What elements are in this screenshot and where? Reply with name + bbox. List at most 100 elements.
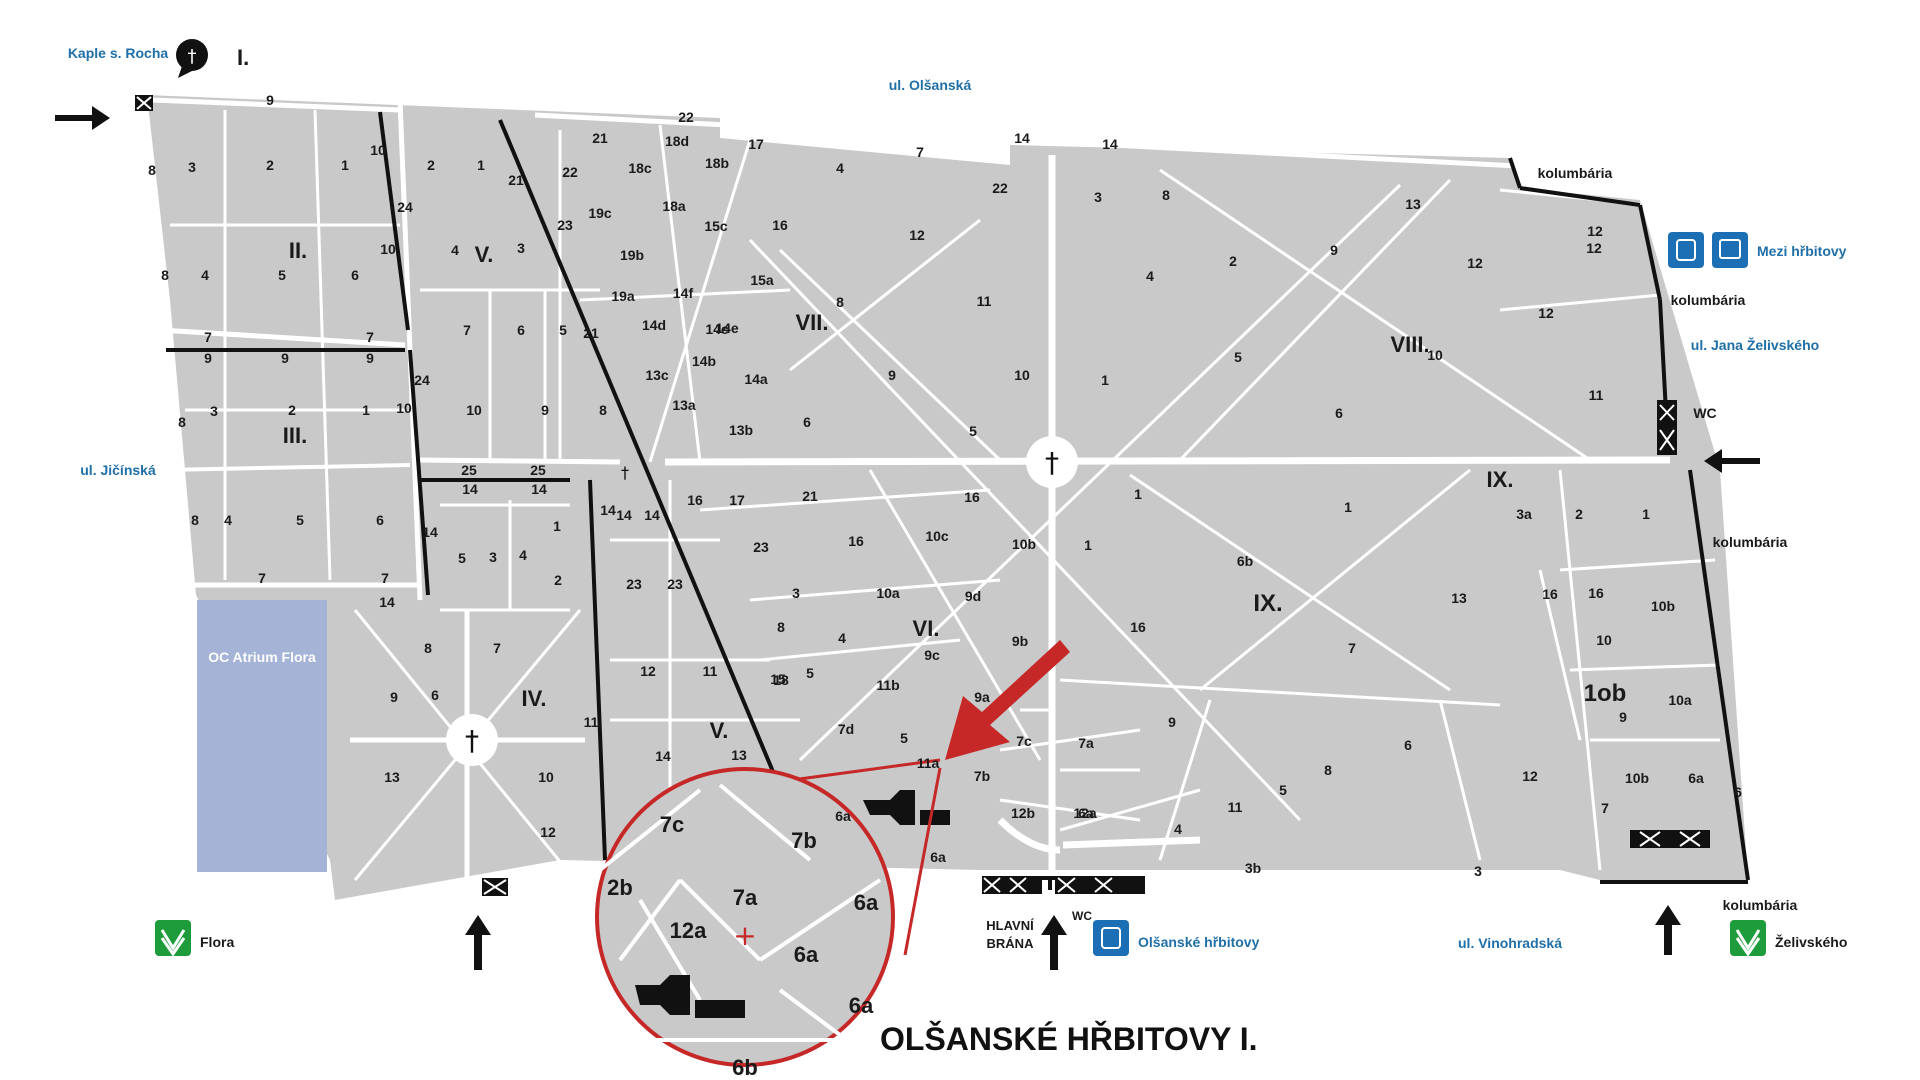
plot-number: 6 bbox=[1404, 737, 1412, 753]
plot-number: 10a bbox=[1668, 692, 1692, 708]
plot-number: 7 bbox=[463, 322, 471, 338]
plot-number: 14 bbox=[655, 748, 671, 764]
street-jicinska: ul. Jičínská bbox=[80, 462, 156, 478]
chapel-numeral: I. bbox=[237, 45, 249, 70]
plot-number: 8 bbox=[424, 640, 432, 656]
section-label: II. bbox=[289, 238, 307, 263]
plot-number: 8 bbox=[148, 162, 156, 178]
plot-number: 8 bbox=[777, 619, 785, 635]
plot-number: 2 bbox=[1575, 506, 1583, 522]
plot-number: 16 bbox=[1542, 586, 1558, 602]
plot-number: 22 bbox=[992, 180, 1008, 196]
plot-number: 1 bbox=[362, 402, 370, 418]
plot-number: 10 bbox=[370, 142, 386, 158]
central-plaza bbox=[1026, 436, 1078, 488]
plot-number: 1 bbox=[1344, 499, 1352, 515]
plot-number: 16 bbox=[848, 533, 864, 549]
plot-number: 11a bbox=[917, 755, 940, 771]
plot-number: 21 bbox=[583, 325, 599, 341]
plot-number: 8 bbox=[836, 294, 844, 310]
plot-number: 19b bbox=[620, 247, 644, 263]
plot-number: 7c bbox=[1016, 733, 1032, 749]
plot-number: 22 bbox=[678, 109, 694, 125]
iv-plaza bbox=[446, 714, 498, 766]
bus-icon bbox=[1712, 232, 1748, 268]
plot-number: 13a bbox=[672, 397, 696, 413]
plot-number: 13 bbox=[1405, 196, 1421, 212]
plot-number: 8 bbox=[191, 512, 199, 528]
cross-icon: † bbox=[621, 463, 629, 482]
wc-label: WC bbox=[1693, 405, 1716, 421]
plot-number: 9 bbox=[888, 367, 896, 383]
plot-number: 10 bbox=[1596, 632, 1612, 648]
plot-number: 15 bbox=[770, 671, 786, 687]
stop-flora: Flora bbox=[200, 934, 234, 950]
plot-number: 4 bbox=[1174, 821, 1182, 837]
plot-number: 14 bbox=[379, 594, 395, 610]
section-label: IX. bbox=[1253, 590, 1282, 617]
walls bbox=[166, 111, 1750, 890]
kolumbaria-label: kolumbária bbox=[1713, 534, 1788, 550]
plot-number: 11 bbox=[1228, 799, 1243, 815]
plot-number: 10b bbox=[1625, 770, 1649, 786]
plot-number: 9 bbox=[1330, 242, 1338, 258]
plot-number: 13 bbox=[731, 747, 747, 763]
inset-plot-number: 2b bbox=[607, 875, 633, 900]
plot-number: 19a bbox=[611, 288, 635, 304]
plot-number: 5 bbox=[296, 512, 304, 528]
plot-number: 14b bbox=[692, 353, 716, 369]
kolumbaria-label: kolumbária bbox=[1671, 292, 1746, 308]
plot-number: 8 bbox=[161, 267, 169, 283]
plot-number: 10c bbox=[925, 528, 949, 544]
plot-number: 5 bbox=[969, 423, 977, 439]
inset-plot-number: 6a bbox=[794, 942, 819, 967]
plot-number: 24 bbox=[397, 199, 413, 215]
plot-number: 10a bbox=[876, 585, 900, 601]
plot-number: 13 bbox=[1451, 590, 1467, 606]
plot-number: 6a bbox=[1078, 805, 1094, 821]
plot-number: 15a bbox=[750, 272, 774, 288]
plot-number: 22 bbox=[562, 164, 578, 180]
inset-marker-icon: + bbox=[733, 919, 756, 952]
plot-number: 21 bbox=[508, 172, 524, 188]
plot-number: 9c bbox=[924, 647, 940, 663]
plot-number: 3b bbox=[1245, 860, 1261, 876]
plot-number: 13 bbox=[384, 769, 400, 785]
plot-number: 13b bbox=[729, 422, 753, 438]
chapel-pin-icon: † bbox=[176, 39, 208, 78]
plot-number: 7 bbox=[916, 144, 924, 160]
plot-number: 8 bbox=[178, 414, 186, 430]
plot-number: 14 bbox=[531, 481, 547, 497]
plot-number: 3 bbox=[188, 159, 196, 175]
location-arrow-icon bbox=[945, 640, 1070, 760]
plot-number: 16 bbox=[1130, 619, 1146, 635]
path-network bbox=[151, 97, 1721, 881]
plot-number: 6 bbox=[803, 414, 811, 430]
plot-number: 6 bbox=[351, 267, 359, 283]
plot-number: 14 bbox=[1014, 130, 1030, 146]
kolumbaria-label: kolumbária bbox=[1538, 165, 1613, 181]
plot-number: 18a bbox=[662, 198, 686, 214]
plot-number: 1 bbox=[477, 157, 485, 173]
plot-number: 18 bbox=[773, 672, 789, 688]
arrow-up-icon bbox=[1041, 915, 1067, 970]
plot-number: 7d bbox=[838, 721, 854, 737]
arrow-up-icon bbox=[465, 915, 491, 970]
plot-number: 10 bbox=[396, 400, 412, 416]
tram-icon bbox=[1668, 232, 1704, 268]
plot-number: 24 bbox=[414, 372, 430, 388]
plot-number: 6b bbox=[1237, 553, 1253, 569]
plot-number: 16 bbox=[772, 217, 788, 233]
plot-number: 17 bbox=[729, 492, 745, 508]
plot-number: 12 bbox=[1467, 255, 1483, 271]
plot-number: 1 bbox=[1642, 506, 1650, 522]
section-label: VIII. bbox=[1390, 332, 1429, 357]
gate-icon bbox=[482, 878, 508, 896]
section-label: IX. bbox=[1487, 467, 1514, 492]
plot-number: 5 bbox=[900, 730, 908, 746]
svg-text:†: † bbox=[188, 46, 197, 67]
plot-number: 11 bbox=[977, 293, 992, 309]
plot-number: 4 bbox=[1146, 268, 1154, 284]
plot-number: 7a bbox=[1078, 735, 1094, 751]
chapel-label: Kaple s. Rocha bbox=[68, 45, 169, 61]
